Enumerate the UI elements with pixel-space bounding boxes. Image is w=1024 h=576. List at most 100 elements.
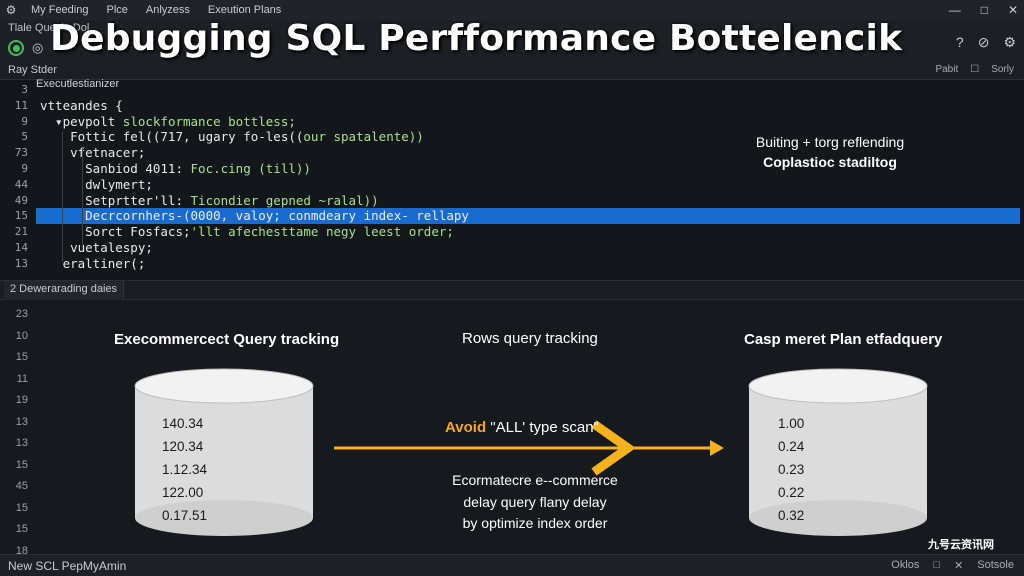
editor-tab[interactable]: Executlestianizer (36, 78, 120, 90)
status-item[interactable]: Oklos (891, 559, 920, 571)
target-icon[interactable]: ◎ (32, 40, 44, 55)
line-number: 73 (14, 146, 28, 160)
line-number: 18 (15, 544, 28, 557)
cylinder-shape (748, 368, 928, 536)
status-item[interactable]: □ (933, 559, 941, 571)
gear-icon[interactable]: ⚙ (5, 3, 17, 17)
editor-code[interactable]: vtteandes { ▾pevpolt slockformance bottl… (36, 82, 1024, 272)
line-number: 11 (14, 98, 28, 112)
minimize-button[interactable]: — (948, 3, 961, 17)
line-number: 9 (21, 161, 28, 175)
line-number: 49 (14, 193, 28, 207)
code-line-selected[interactable]: Decrcornhers-(0000, valoy; conmdeary ind… (36, 208, 1020, 225)
code-string: our spatalente)) (303, 129, 424, 145)
watermark-text: 九号云资讯网 (928, 539, 994, 551)
window-controls: — □ ✕ (949, 0, 1018, 20)
toolbar: Tlale Quesle Dol ◎ ? ⊘ ⚙ (0, 20, 1024, 62)
cylinder-value: 120.34 (162, 439, 204, 454)
line-number: 13 (15, 415, 28, 428)
line-number: 45 (15, 480, 28, 492)
line-number: 15 (14, 209, 28, 223)
line-number: 44 (14, 177, 28, 191)
code-text: Setprtter'll: (40, 192, 191, 208)
code-line[interactable]: dwlymert; (40, 177, 1024, 193)
arrow-graphic (332, 418, 732, 478)
code-line[interactable]: vfetnacer; (40, 145, 1024, 161)
line-number: 15 (15, 351, 28, 363)
line-number: 11 (16, 372, 28, 385)
sort-button[interactable]: Sorly (991, 64, 1014, 75)
cylinder-value: 0.24 (778, 439, 805, 454)
code-line[interactable]: Sanbiod 4011: Foc.cing (till)) (40, 161, 1024, 177)
line-number: 9 (21, 114, 28, 128)
side-note-line-2: Coplastioc stadiltog (763, 154, 897, 170)
code-line[interactable] (40, 82, 1024, 98)
help-icon[interactable]: ? (955, 34, 964, 50)
line-number: 19 (15, 394, 28, 406)
code-text: Fottic fel((717, ugary fo-les(( (40, 129, 304, 145)
explanation-line: by optimize index order (462, 515, 608, 531)
code-line[interactable]: Fottic fel((717, ugary fo-les((our spata… (40, 129, 1024, 145)
side-note: Buiting + torg reflending Coplastioc sta… (720, 132, 940, 172)
close-button[interactable]: ✕ (1007, 3, 1018, 17)
explanation-line: delay query flany delay (463, 493, 607, 510)
status-item[interactable]: ✕ (954, 560, 964, 572)
line-number: 21 (14, 225, 28, 239)
line-number: 14 (14, 240, 28, 254)
ban-icon[interactable]: ⊘ (977, 34, 990, 50)
middle-column-heading: Rows query tracking (462, 330, 598, 347)
code-text: vfetnacer; (40, 145, 146, 161)
code-string: Foc.cing (till)) (190, 160, 311, 176)
code-text: ▾pevpolt (40, 113, 123, 129)
code-line[interactable]: ▾pevpolt slockformance bottless; (40, 114, 1024, 130)
toolbar-icons: ◎ (8, 40, 43, 56)
line-number: 15 (15, 458, 28, 471)
menu-item-execution-plans[interactable]: Exeution Plans (207, 4, 282, 16)
cylinder-value: 0.23 (778, 462, 805, 477)
code-text: vtteandes { (40, 97, 123, 113)
settings-icon[interactable]: ⚙ (1003, 34, 1016, 50)
toolbar-subtitle: Tlale Quesle Dol (8, 22, 90, 34)
status-item[interactable]: Sotsole (977, 559, 1014, 571)
panel-label: Ray Stder (8, 64, 57, 76)
status-right-items: Oklos □ ✕ Sotsole (891, 559, 1014, 572)
avoid-text: "ALL' type scan" (490, 419, 599, 436)
run-button[interactable] (8, 40, 24, 56)
cylinder-shape (134, 368, 314, 536)
line-number: 13 (15, 437, 28, 449)
panel-bar: Ray Stder Pabit ☐ Sorly (0, 62, 1024, 80)
menu-item-my-feeding[interactable]: My Feeding (31, 4, 89, 16)
code-string: 'llt afechesttame negy leest order; (190, 224, 454, 240)
code-line[interactable]: vuetalespy; (40, 240, 1024, 256)
arrow-icon (334, 420, 724, 476)
maximize-button[interactable]: □ (980, 3, 988, 17)
code-text: Decrcornhers-(0000, valoy; conmdeary ind… (40, 208, 469, 224)
lower-tab-bar: 2 Dewerarading daies (0, 280, 1024, 300)
code-string: slockformance bottless; (122, 113, 296, 129)
panel-toggle-icon[interactable]: ☐ (970, 64, 980, 75)
tab-results[interactable]: 2 Dewerarading daies (4, 281, 125, 300)
cylinder-value: 140.34 (162, 416, 204, 431)
cylinder-value: 0.17.51 (162, 508, 208, 523)
menu-item-place[interactable]: Plce (106, 4, 128, 16)
code-line[interactable]: eraltiner(; (40, 256, 1024, 272)
menu-bar: ⚙ My Feeding Plce Anlyzess Exeution Plan… (0, 0, 1024, 20)
code-line[interactable]: Sorct Fosfacs;'llt afechesttame negy lee… (40, 224, 1024, 240)
status-left-text: New SCL PepMyAmin (8, 559, 127, 573)
pabit-button[interactable]: Pabit (935, 64, 959, 75)
left-column-heading: Execommercect Query tracking (114, 331, 340, 348)
code-text: Sorct Fosfacs; (40, 224, 191, 240)
code-line[interactable]: vtteandes { (40, 98, 1024, 114)
indent-guide (62, 132, 63, 262)
menu-item-analyzes[interactable]: Anlyzess (145, 4, 190, 16)
code-line[interactable]: Setprtter'll: Ticondier gepned ~ralal)) (40, 193, 1024, 209)
indent-guide (82, 148, 83, 248)
line-number: 10 (15, 329, 28, 342)
line-number: 15 (15, 501, 28, 514)
line-number: 15 (15, 523, 28, 535)
cylinder-value: 1.00 (778, 416, 805, 431)
